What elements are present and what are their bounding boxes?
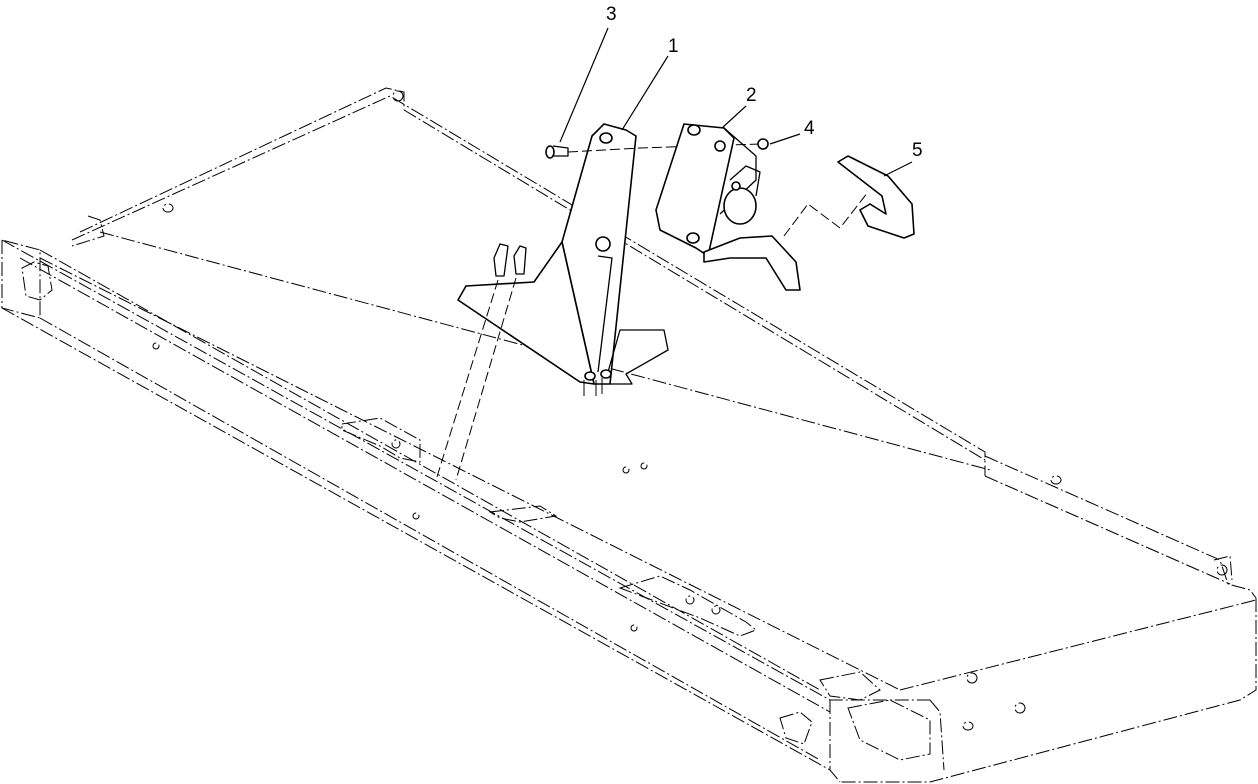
callout-3: 3	[606, 4, 617, 25]
callout-leaders	[559, 27, 913, 177]
nut	[757, 138, 769, 150]
callout-4: 4	[804, 118, 815, 139]
pedal-pad	[783, 155, 915, 239]
mounting-studs	[435, 243, 527, 481]
bolt	[545, 143, 761, 159]
callout-1: 1	[668, 36, 679, 57]
pedal-bracket	[457, 123, 669, 396]
callout-labels: 3 1 2 4 5	[606, 4, 923, 161]
throttle-sensor	[655, 123, 801, 291]
callout-2: 2	[746, 85, 757, 106]
callout-5: 5	[912, 140, 923, 161]
frame-outline	[1, 87, 1257, 783]
